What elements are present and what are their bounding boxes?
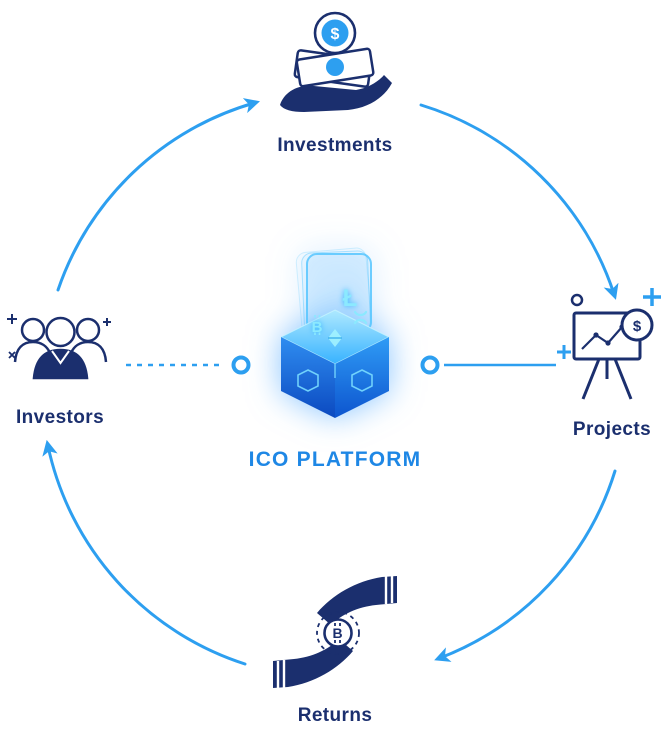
- ico-cube-icon: Ł B: [279, 247, 391, 418]
- cube-hexagons: [297, 364, 373, 392]
- node-label-investments: Investments: [277, 135, 393, 156]
- dollar-symbol: $: [633, 318, 642, 335]
- node-investors: Investors: [0, 300, 120, 429]
- node-label-projects: Projects: [572, 419, 652, 440]
- bitcoin-exchange-hands-icon: B: [273, 575, 397, 689]
- diagram-title: ICO PLATFORM: [248, 448, 422, 471]
- banknotes-icon: [293, 47, 375, 88]
- cube-body: [279, 309, 391, 418]
- plus-icon: [557, 345, 571, 359]
- bitcoin-symbol: B: [332, 625, 342, 641]
- dot-circle-icon: [570, 293, 584, 307]
- crypto-symbols: Ł B: [312, 285, 368, 347]
- node-ico-platform: Ł B ICO PLATFORM: [225, 246, 445, 472]
- plus-icon: [643, 288, 661, 306]
- person-front-collar: [50, 350, 70, 365]
- people-group-icon: [6, 314, 111, 380]
- easel-legs: [581, 358, 633, 400]
- chart-easel-icon: $: [557, 288, 661, 400]
- center-connectors: [126, 355, 556, 375]
- node-label-returns: Returns: [297, 705, 373, 726]
- node-projects: $ Projects: [552, 283, 670, 441]
- bitcoin-coin-icon: B: [316, 611, 360, 655]
- node-returns: B Returns: [255, 573, 415, 727]
- connector-ring-left-icon: [231, 355, 251, 375]
- arrow-projects-to-returns: [434, 469, 617, 662]
- bitcoin-symbol: B: [312, 319, 323, 336]
- person-left-head: [20, 317, 45, 343]
- hand-icon: [280, 75, 392, 112]
- dollar-symbol: $: [331, 26, 340, 43]
- arrow-investments-to-projects: [419, 103, 619, 300]
- hand-bottom-icon: [273, 639, 353, 689]
- connector-ring-right-icon: [420, 355, 440, 375]
- dollar-coin-icon: $: [620, 308, 654, 342]
- person-left-body: [13, 340, 51, 363]
- litecoin-symbol: Ł: [343, 285, 358, 312]
- person-right-body: [69, 340, 107, 363]
- sparkle-icons: [6, 314, 111, 359]
- money-in-hand-icon: $: [280, 11, 392, 112]
- arrow-returns-to-investors: [42, 439, 247, 666]
- person-right-head: [75, 317, 100, 343]
- node-label-investors: Investors: [15, 407, 105, 428]
- hand-top-icon: [317, 575, 397, 625]
- node-investments: $ Investments: [250, 8, 420, 157]
- arrow-investors-to-investments: [56, 98, 260, 292]
- ripple-icon: [353, 310, 368, 325]
- dollar-coin-icon: $: [313, 11, 357, 55]
- person-front-head: [44, 316, 76, 348]
- ethereum-icon: [328, 329, 342, 347]
